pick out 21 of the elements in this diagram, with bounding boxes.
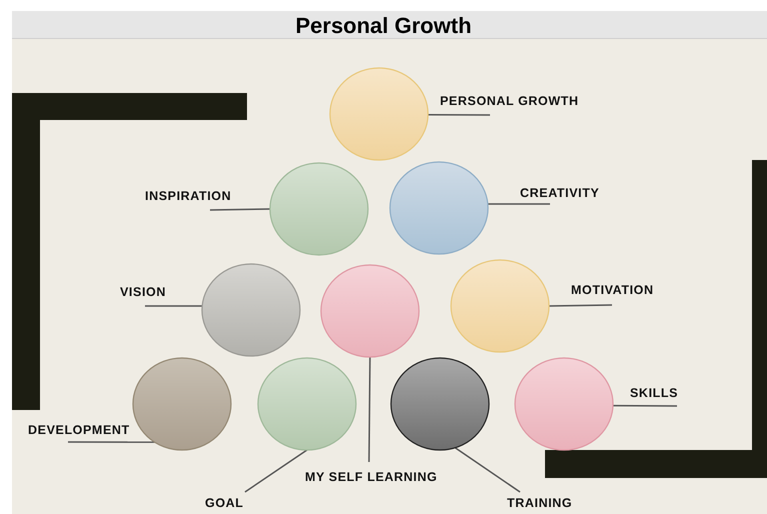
label-text: MOTIVATION bbox=[571, 283, 654, 297]
leader-line bbox=[368, 357, 371, 462]
leader-line bbox=[244, 449, 308, 493]
label-text: GOAL bbox=[205, 496, 244, 510]
label-text: PERSONAL GROWTH bbox=[440, 94, 579, 108]
leader-line bbox=[548, 304, 612, 307]
leader-line bbox=[454, 447, 520, 493]
label-text: TRAINING bbox=[507, 496, 572, 510]
label-text: VISION bbox=[120, 285, 166, 299]
leader-line bbox=[488, 203, 550, 205]
leader-line bbox=[612, 404, 677, 407]
label-text: MY SELF LEARNING bbox=[305, 470, 438, 484]
leader-line bbox=[428, 114, 490, 116]
label-text: INSPIRATION bbox=[145, 189, 232, 203]
leader-line bbox=[68, 441, 155, 443]
label-text: DEVELOPMENT bbox=[28, 423, 130, 437]
page-title: Personal Growth bbox=[294, 13, 473, 39]
label-text: SKILLS bbox=[630, 386, 678, 400]
label-text: CREATIVITY bbox=[520, 186, 600, 200]
leader-line bbox=[210, 208, 270, 211]
leader-line bbox=[145, 305, 202, 307]
